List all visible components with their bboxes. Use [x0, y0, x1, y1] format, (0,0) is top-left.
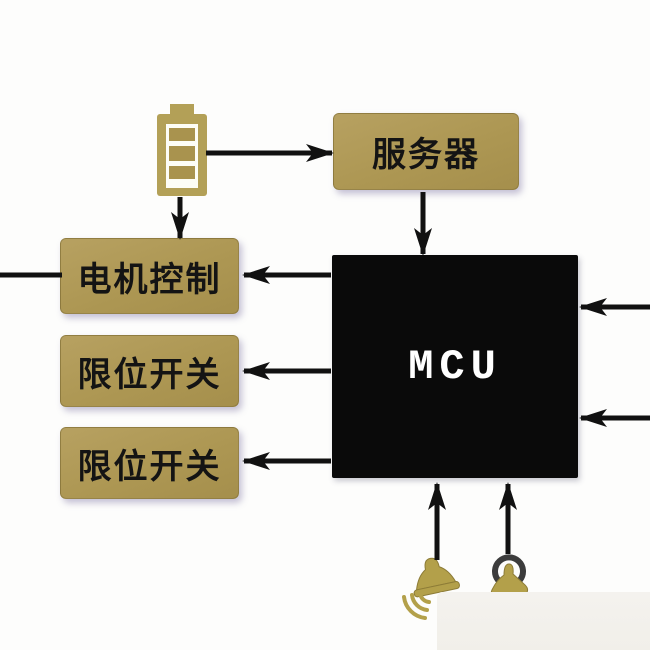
node-limit-switch-top: 限位开关	[60, 335, 239, 407]
watermark-cover	[437, 592, 650, 650]
battery-cap	[170, 104, 194, 117]
wireless-button-icon	[490, 554, 529, 601]
node-mcu: MCU	[332, 255, 578, 478]
wireless-hand	[490, 563, 529, 601]
node-limit-switch-bottom: 限位开关	[60, 427, 239, 499]
wireless-arc	[492, 554, 526, 583]
node-motor-control-label: 电机控制	[77, 260, 222, 299]
node-mcu-label: MCU	[408, 342, 502, 391]
battery-icon	[157, 104, 207, 196]
node-server: 服务器	[333, 113, 519, 190]
node-server-label: 服务器	[372, 136, 480, 174]
node-limit-switch-top-label: 限位开关	[77, 355, 222, 394]
node-motor-control: 电机控制	[60, 238, 239, 314]
buzzer-sound-waves	[402, 591, 431, 620]
node-limit-switch-bottom-label: 限位开关	[77, 447, 222, 486]
